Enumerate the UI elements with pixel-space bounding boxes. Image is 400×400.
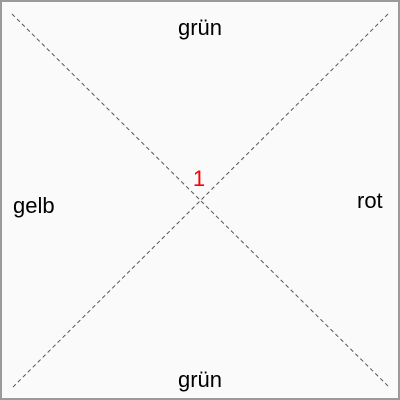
label-right: rot xyxy=(357,188,383,213)
label-left: gelb xyxy=(13,193,55,218)
diagonal-line-ascending xyxy=(11,13,389,389)
center-number: 1 xyxy=(192,166,206,191)
label-bottom: grün xyxy=(177,367,223,392)
diagonal-line-descending xyxy=(11,13,391,389)
label-top: grün xyxy=(177,15,223,40)
